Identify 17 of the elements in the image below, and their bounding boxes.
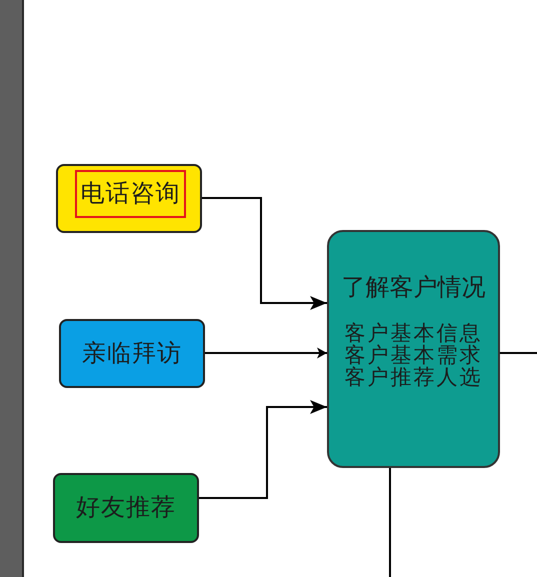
- highlight-frame: [75, 170, 186, 218]
- node-text: 客户基本信息: [344, 322, 482, 344]
- arrow: [205, 348, 327, 358]
- node-text: 客户推荐人选: [344, 366, 482, 388]
- node-title: 了解客户情况: [342, 274, 486, 302]
- node-label: 好友推荐: [76, 494, 176, 522]
- connector-line: [389, 468, 391, 577]
- node-label: 亲临拜访: [82, 340, 182, 368]
- node-text: 客户基本需求: [344, 344, 482, 366]
- process-box: [56, 164, 202, 233]
- node-label: 电话咨询: [80, 180, 180, 208]
- arrow: [199, 400, 327, 499]
- process-box: [53, 473, 199, 543]
- arrow: [202, 197, 327, 310]
- process-box: [59, 319, 205, 388]
- connector-line: [500, 352, 537, 354]
- process-box: [327, 230, 500, 468]
